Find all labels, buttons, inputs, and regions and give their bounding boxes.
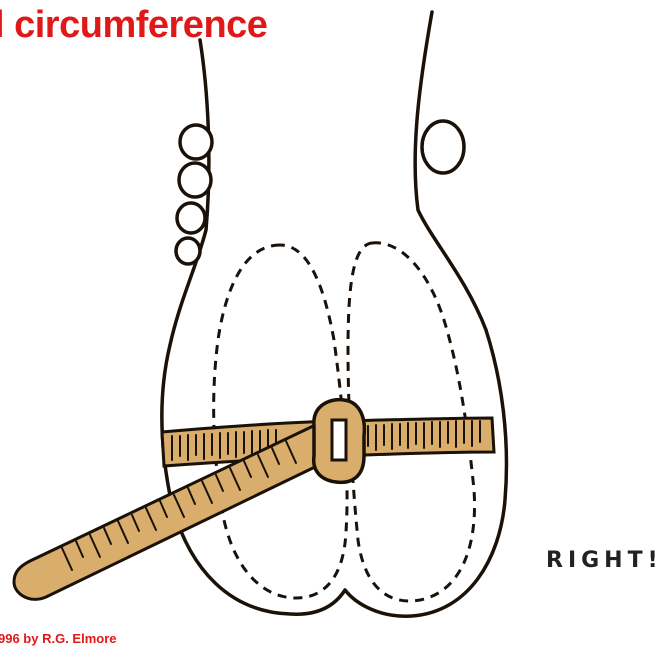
- right-cord-loop: [422, 121, 464, 173]
- tape-buckle: [314, 400, 365, 483]
- diagram-title: l circumference: [0, 4, 267, 47]
- scrotum-outline: [162, 12, 507, 616]
